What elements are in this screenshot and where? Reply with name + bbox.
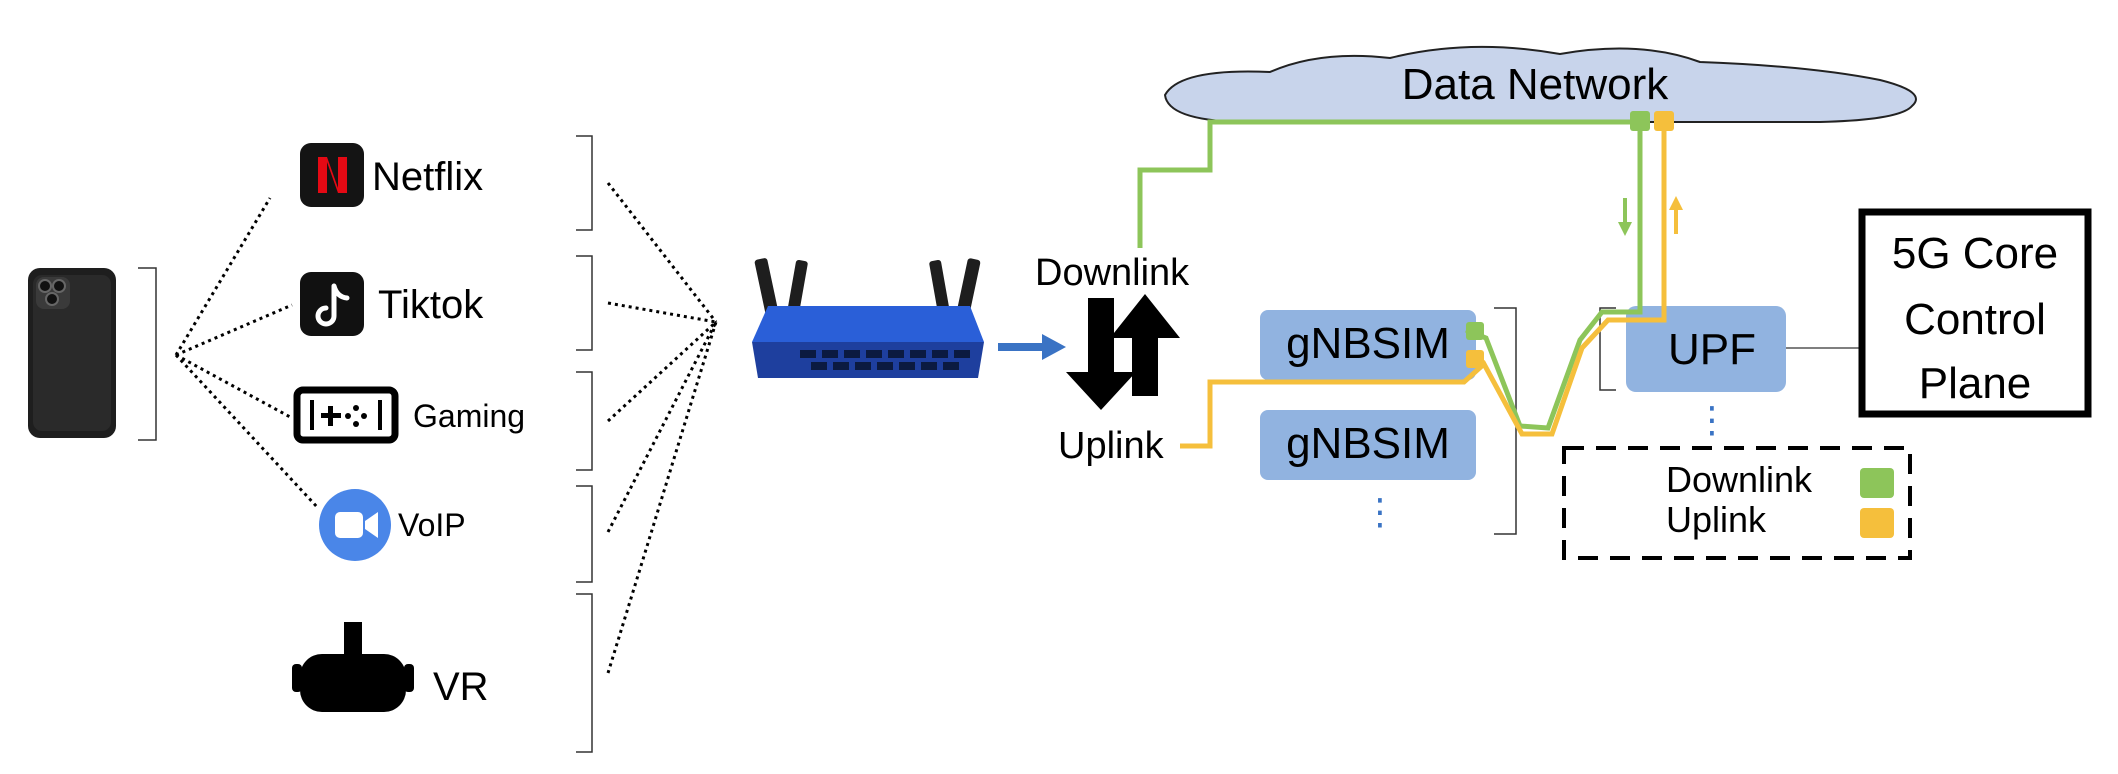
upf-label: UPF: [1668, 325, 1756, 374]
downlink-port-gnbsim: [1466, 322, 1484, 340]
data-network-label: Data Network: [1402, 60, 1670, 109]
legend-uplink-swatch: [1860, 508, 1894, 538]
downlink-path: [1137, 119, 1643, 431]
uplink-label: Uplink: [1058, 425, 1165, 467]
uplink-port-dn: [1654, 111, 1674, 131]
bidirectional-arrows-icon: [1066, 294, 1180, 410]
control-plane-line-1: 5G Core: [1892, 229, 2058, 278]
tiktok-icon: [300, 272, 364, 336]
legend: Downlink Uplink: [1562, 446, 1912, 560]
control-plane-box: 5G Core Control Plane: [1858, 208, 2092, 418]
upf-node: UPF: [1626, 306, 1786, 392]
uplink-port-gnbsim: [1466, 350, 1484, 368]
router-to-network-arrow: [998, 334, 1066, 360]
router-icon: [752, 258, 984, 378]
legend-downlink-label: Downlink: [1666, 459, 1813, 500]
upf-ellipsis: ⋮: [1694, 400, 1730, 441]
app-label-vr: VR: [433, 665, 489, 709]
control-plane-line-2: Control: [1904, 295, 2046, 344]
app-brackets: [576, 135, 593, 753]
control-plane-line-3: Plane: [1919, 359, 2032, 408]
netflix-icon: [300, 143, 364, 207]
app-tiktok: Tiktok: [300, 272, 484, 336]
gamepad-icon: [293, 386, 399, 444]
legend-downlink-swatch: [1860, 468, 1894, 498]
app-label-voip: VoIP: [398, 507, 466, 543]
app-netflix: Netflix: [300, 143, 483, 207]
uplink-direction-arrow: [1669, 196, 1683, 234]
vr-headset-icon: [292, 622, 414, 712]
app-label-tiktok: Tiktok: [378, 283, 484, 327]
gnbsim-label-1: gNBSIM: [1286, 319, 1450, 368]
app-voip: VoIP: [319, 489, 466, 561]
downlink-label: Downlink: [1035, 252, 1190, 294]
phone-bracket: [138, 267, 157, 441]
downlink-port-dn: [1630, 111, 1650, 131]
gnbsim-label-2: gNBSIM: [1286, 419, 1450, 468]
app-label-netflix: Netflix: [372, 155, 483, 199]
downlink-direction-arrow: [1618, 198, 1632, 236]
app-label-gaming: Gaming: [413, 398, 525, 434]
phone-to-apps-links: [174, 197, 320, 510]
uplink-path: [1180, 122, 1667, 449]
data-network-cloud: Data Network: [1163, 45, 1917, 123]
gnbsim-ellipsis: ⋮: [1362, 492, 1398, 533]
upf-bracket: [1599, 307, 1616, 391]
video-camera-icon: [319, 489, 391, 561]
smartphone-icon: [28, 268, 116, 438]
apps-to-router-links: [606, 182, 718, 674]
gnbsim-node-2: gNBSIM: [1260, 410, 1476, 480]
gnbsim-node-1: gNBSIM: [1260, 310, 1476, 380]
legend-uplink-label: Uplink: [1666, 499, 1767, 540]
app-vr: VR: [292, 622, 489, 712]
app-gaming: Gaming: [293, 386, 525, 444]
